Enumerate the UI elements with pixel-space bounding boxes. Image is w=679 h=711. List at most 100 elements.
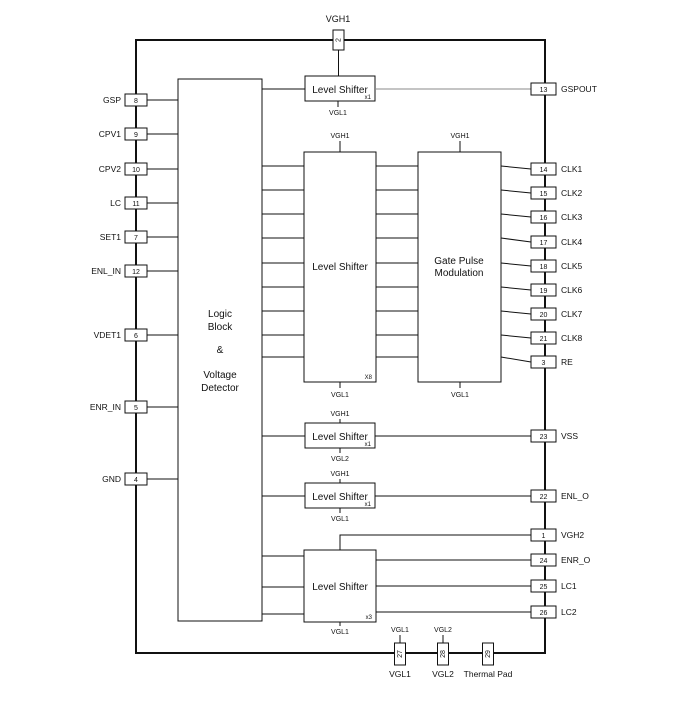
level-shifter-5	[303, 549, 377, 623]
right-pin-number: 22	[540, 494, 548, 501]
right-pin-number: 24	[540, 558, 548, 565]
bottom-pin-number: 27	[397, 650, 404, 658]
right-pin-number: 16	[540, 215, 548, 222]
right-pin-number: 19	[540, 288, 548, 295]
right-pin-wire	[500, 189, 532, 194]
level-shifter-1-vgl: VGL1	[329, 110, 347, 117]
gate-block-line2: Modulation	[435, 268, 484, 279]
level-shifter-4-vgl: VGL1	[331, 516, 349, 523]
right-pin-box	[530, 605, 557, 619]
left-pin-label: CPV1	[99, 129, 121, 139]
gate-block-vgh: VGH1	[450, 133, 469, 140]
level-shifter-1-mult: x1	[365, 95, 372, 101]
bottom-pin-label: VGL1	[389, 669, 411, 679]
left-pin-label: CPV2	[99, 164, 121, 174]
bottom-pin-supply: VGL1	[391, 627, 409, 634]
level-shifter-3-label: Level Shifter	[312, 432, 368, 443]
bottom-pin-box	[394, 642, 406, 666]
left-pin-number: 12	[132, 269, 140, 276]
right-pin-label: ENR_O	[561, 555, 591, 565]
level-shifter-2-label: Level Shifter	[312, 262, 368, 273]
bottom-pin-box	[482, 642, 494, 666]
left-pin-label: VDET1	[94, 330, 122, 340]
bottom-pin-number: 29	[485, 650, 492, 658]
right-pin-label: CLK4	[561, 237, 583, 247]
right-pin-box	[530, 82, 557, 96]
level-shifter-2-vgh: VGH1	[330, 133, 349, 140]
right-pin-box	[530, 235, 557, 249]
right-pin-label: CLK3	[561, 212, 583, 222]
logic-block-line5: Detector	[201, 383, 239, 394]
right-pin-box	[530, 186, 557, 200]
right-pin-label: GSPOUT	[561, 84, 597, 94]
right-pin-number: 14	[540, 167, 548, 174]
right-pin-box	[530, 528, 557, 542]
right-pin-wire	[500, 213, 532, 218]
left-pin-label: ENR_IN	[90, 402, 121, 412]
gate-block-vgl: VGL1	[451, 392, 469, 399]
right-pin-box	[530, 210, 557, 224]
left-pin-label: LC	[110, 198, 121, 208]
right-pin-box	[530, 283, 557, 297]
right-pin-number: 3	[542, 360, 546, 367]
right-pin-box	[530, 162, 557, 176]
right-pin-wire	[500, 237, 532, 243]
right-pin-number: 21	[540, 336, 548, 343]
right-pin-label: RE	[561, 357, 573, 367]
left-pin-number: 11	[132, 201, 139, 208]
right-pin-label: LC1	[561, 581, 577, 591]
left-pin-number: 9	[134, 132, 138, 139]
left-pin-number: 7	[134, 235, 138, 242]
left-pin-label: SET1	[100, 232, 122, 242]
left-pin-number: 5	[134, 405, 138, 412]
level-shifter-2-vgl: VGL1	[331, 392, 349, 399]
gate-block-line1: Gate Pulse	[434, 256, 484, 267]
right-pin-label: CLK2	[561, 188, 583, 198]
level-shifter-1	[304, 75, 376, 102]
left-pin-label: GND	[102, 474, 121, 484]
right-pin-label: CLK8	[561, 333, 583, 343]
level-shifter-3-vgh: VGH1	[330, 411, 349, 418]
right-pin-wire	[500, 262, 532, 267]
bus-lines	[262, 165, 418, 358]
right-pin-label: CLK1	[561, 164, 583, 174]
left-pin-number: 8	[134, 98, 138, 105]
right-pin-box	[530, 307, 557, 321]
level-shifter-5-mult: x3	[366, 615, 373, 621]
top-pin-label: VGH1	[326, 14, 351, 24]
gate-pulse-block	[417, 151, 502, 383]
bottom-pin-supply: VGL2	[434, 627, 452, 634]
level-shifter-3	[304, 422, 376, 449]
right-pin-wire	[500, 310, 532, 315]
right-pin-label: ENL_O	[561, 491, 589, 501]
level-shifter-4	[304, 482, 376, 509]
bottom-pin-number: 28	[440, 650, 447, 658]
right-pin-number: 25	[540, 584, 548, 591]
right-pin-label: CLK7	[561, 309, 583, 319]
right-pin-number: 1	[542, 533, 546, 540]
top-pin-number: 2	[335, 38, 342, 42]
right-pin-number: 18	[540, 264, 548, 271]
logic-block-line1: Logic	[208, 309, 232, 320]
right-pin-box	[530, 553, 557, 567]
level-shifter-4-label: Level Shifter	[312, 492, 368, 503]
right-pin-number: 23	[540, 434, 548, 441]
right-pin-box	[530, 489, 557, 503]
level-shifter-5-label: Level Shifter	[312, 582, 368, 593]
left-pin-number: 6	[134, 333, 138, 340]
right-pin-box	[530, 331, 557, 345]
left-pin-number: 4	[134, 477, 138, 484]
right-pin-box	[530, 429, 557, 443]
level-shifter-2-mult: X8	[365, 375, 373, 381]
bottom-pin-box	[437, 642, 449, 666]
right-pin-number: 13	[540, 87, 548, 94]
right-pin-label: VSS	[561, 431, 578, 441]
right-pin-number: 15	[540, 191, 548, 198]
bottom-pin-label: VGL2	[432, 669, 454, 679]
right-pin-wire	[500, 165, 532, 170]
level-shifter-1-label: Level Shifter	[312, 85, 368, 96]
